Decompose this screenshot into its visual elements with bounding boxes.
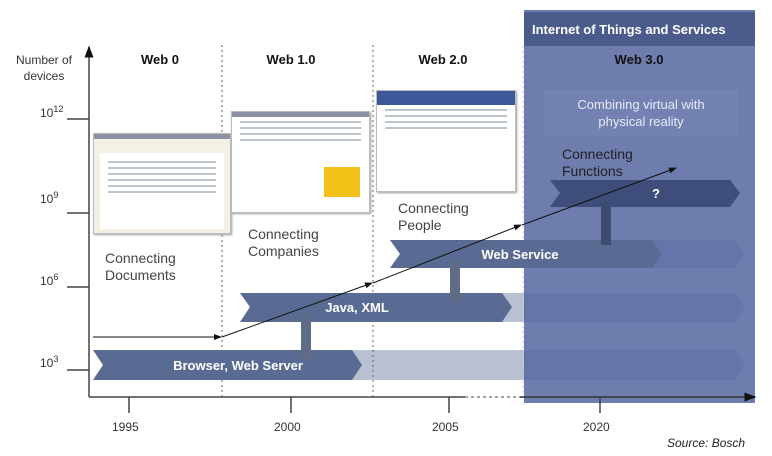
- band-webservice: [390, 240, 662, 268]
- screenshot-web0: [93, 133, 231, 234]
- y-tick-text: 109: [40, 190, 59, 206]
- caption-functions: Connecting Functions: [562, 146, 633, 179]
- band-unknown: [550, 180, 740, 207]
- caption-documents: Connecting Documents: [105, 250, 176, 283]
- y-axis-label: Number of devices: [15, 53, 73, 83]
- caption-people: Connecting People: [398, 200, 469, 233]
- y-tick-exp: 9: [53, 190, 59, 200]
- era-web1: Web 1.0: [266, 52, 316, 67]
- y-tick-text: 106: [40, 272, 59, 288]
- x-tick-label: 2005: [432, 420, 459, 434]
- y-tick-text: 103: [40, 354, 59, 370]
- iot-header-band: [524, 12, 755, 46]
- band-label-java: Java, XML: [325, 300, 389, 315]
- screenshot-web2: [376, 90, 516, 192]
- x-tick-label: 1995: [112, 420, 139, 434]
- web3-box: [544, 90, 738, 136]
- y-tick-exp: 3: [53, 354, 59, 364]
- era-web0: Web 0: [140, 52, 180, 67]
- iot-title: Internet of Things and Services: [532, 22, 726, 37]
- x-tick-label: 2000: [274, 420, 301, 434]
- up-arrow: [301, 315, 311, 360]
- y-tick-exp: 6: [53, 272, 59, 282]
- band-java: [240, 293, 512, 322]
- caption-companies: Connecting Companies: [248, 226, 319, 259]
- y-tick-label: 1012: [40, 104, 64, 120]
- growth-trend-line: [93, 167, 677, 340]
- y-tick-exp: 12: [53, 104, 64, 114]
- screenshot-web1: [231, 111, 370, 213]
- band-browser: [93, 350, 362, 380]
- up-arrow: [450, 258, 460, 302]
- y-tick-label: 109: [40, 190, 58, 206]
- band-label-unknown: ?: [652, 186, 660, 201]
- x-tick-label: 2020: [583, 420, 610, 434]
- era-web2: Web 2.0: [418, 52, 468, 67]
- up-arrow: [601, 200, 611, 245]
- band-label-browser: Browser, Web Server: [173, 358, 303, 373]
- y-tick-label: 106: [40, 272, 58, 288]
- y-tick-label: 103: [40, 354, 58, 370]
- era-web3: Web 3.0: [614, 52, 664, 67]
- source-note: Source: Bosch: [667, 436, 746, 450]
- band-label-webservice: Web Service: [481, 247, 559, 262]
- web3-box-text: Combining virtual with physical reality: [577, 97, 705, 129]
